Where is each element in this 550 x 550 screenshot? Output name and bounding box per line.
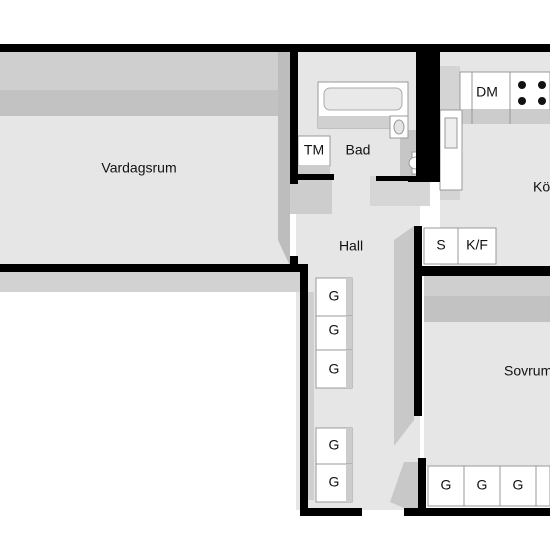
vardagsrum-wall-face-band: [0, 90, 290, 116]
kitchen-sink: [444, 117, 458, 149]
wardrobe-g-3-side: [346, 350, 352, 388]
wardrobe-g-2-side: [346, 316, 352, 350]
stove-burner: [518, 81, 526, 89]
stove-burner: [538, 97, 546, 105]
room-labels: Vardagsrum Bad Kök Hall Sovrum: [101, 142, 550, 379]
kf-cabinet: [457, 227, 497, 265]
wardrobe-g-5-side: [346, 464, 352, 502]
bathtub-front: [318, 116, 408, 128]
wardrobe-g-7: [463, 465, 501, 507]
tm-cabinet: [297, 135, 331, 167]
kitchen-fixtures: DM S K/F: [423, 71, 550, 265]
kf-label: K/F: [466, 237, 488, 253]
wall-lower-east: [300, 264, 308, 514]
wardrobe-g-label: G: [329, 288, 340, 304]
wall-middle-left: [0, 264, 300, 272]
room-label-kok: Kök: [533, 179, 550, 195]
room-label-hall: Hall: [339, 238, 363, 254]
wall-faces: [0, 52, 550, 508]
vardagsrum-wall-face-east: [278, 52, 290, 266]
wardrobe-g-label: G: [329, 361, 340, 377]
room-label-sovrum: Sovrum: [504, 363, 550, 379]
tm-label: TM: [304, 142, 324, 158]
wall-bottom-left: [300, 508, 362, 516]
wardrobe-g-9: [535, 465, 550, 507]
wardrobe-g-label: G: [329, 474, 340, 490]
wall-hall-stub: [290, 256, 298, 268]
wardrobe-g-label: G: [329, 437, 340, 453]
dm-label: DM: [476, 84, 498, 100]
room-label-vardagsrum: Vardagsrum: [101, 160, 176, 176]
room-label-bad: Bad: [346, 142, 371, 158]
wall-sovrum-lower-left: [418, 458, 426, 512]
stove-burner: [538, 81, 546, 89]
bad-lower-block: [370, 176, 430, 206]
hall-wall-face-topleft: [290, 176, 332, 214]
wall-hall-right: [414, 226, 422, 416]
wardrobe-g-label: G: [513, 477, 524, 493]
wall-bad-kok: [416, 52, 440, 180]
kitchen-counter-front: [460, 110, 550, 124]
stove-burner: [518, 97, 526, 105]
wardrobe-g-8: [499, 465, 537, 507]
wall-bottom-right: [404, 508, 550, 516]
hall-wall-face-right: [394, 226, 414, 446]
wall-top: [0, 44, 550, 52]
wardrobe-g-1-side: [346, 278, 352, 316]
hall-wardrobes: G G G G G: [315, 277, 353, 503]
bathtub-inner: [323, 87, 403, 111]
bathroom-fixtures: TM: [297, 81, 427, 175]
wardrobe-g-label: G: [329, 322, 340, 338]
sovrum-wall-face-band: [424, 296, 550, 322]
wardrobe-g-label: G: [477, 477, 488, 493]
wall-bad-lower: [376, 176, 412, 181]
s-label: S: [436, 237, 445, 253]
wardrobe-g-6: [427, 465, 465, 507]
wall-kok-sovrum: [420, 266, 550, 276]
wall-bad-kok-stub: [408, 176, 440, 182]
wall-vardagsrum-bad: [290, 52, 298, 184]
walls: [0, 44, 550, 516]
tm-cabinet-side: [298, 166, 330, 174]
hall-wall-face-bottom-right: [390, 462, 420, 508]
wall-tm-stub: [290, 174, 334, 180]
wardrobe-g-4-side: [346, 428, 352, 464]
lower-left-wall-face: [0, 272, 300, 292]
bad-sink-basin: [393, 119, 405, 135]
sovrum-wardrobes: G G G: [427, 465, 550, 507]
kitchen-counter: [459, 71, 550, 111]
wardrobe-g-label: G: [441, 477, 452, 493]
